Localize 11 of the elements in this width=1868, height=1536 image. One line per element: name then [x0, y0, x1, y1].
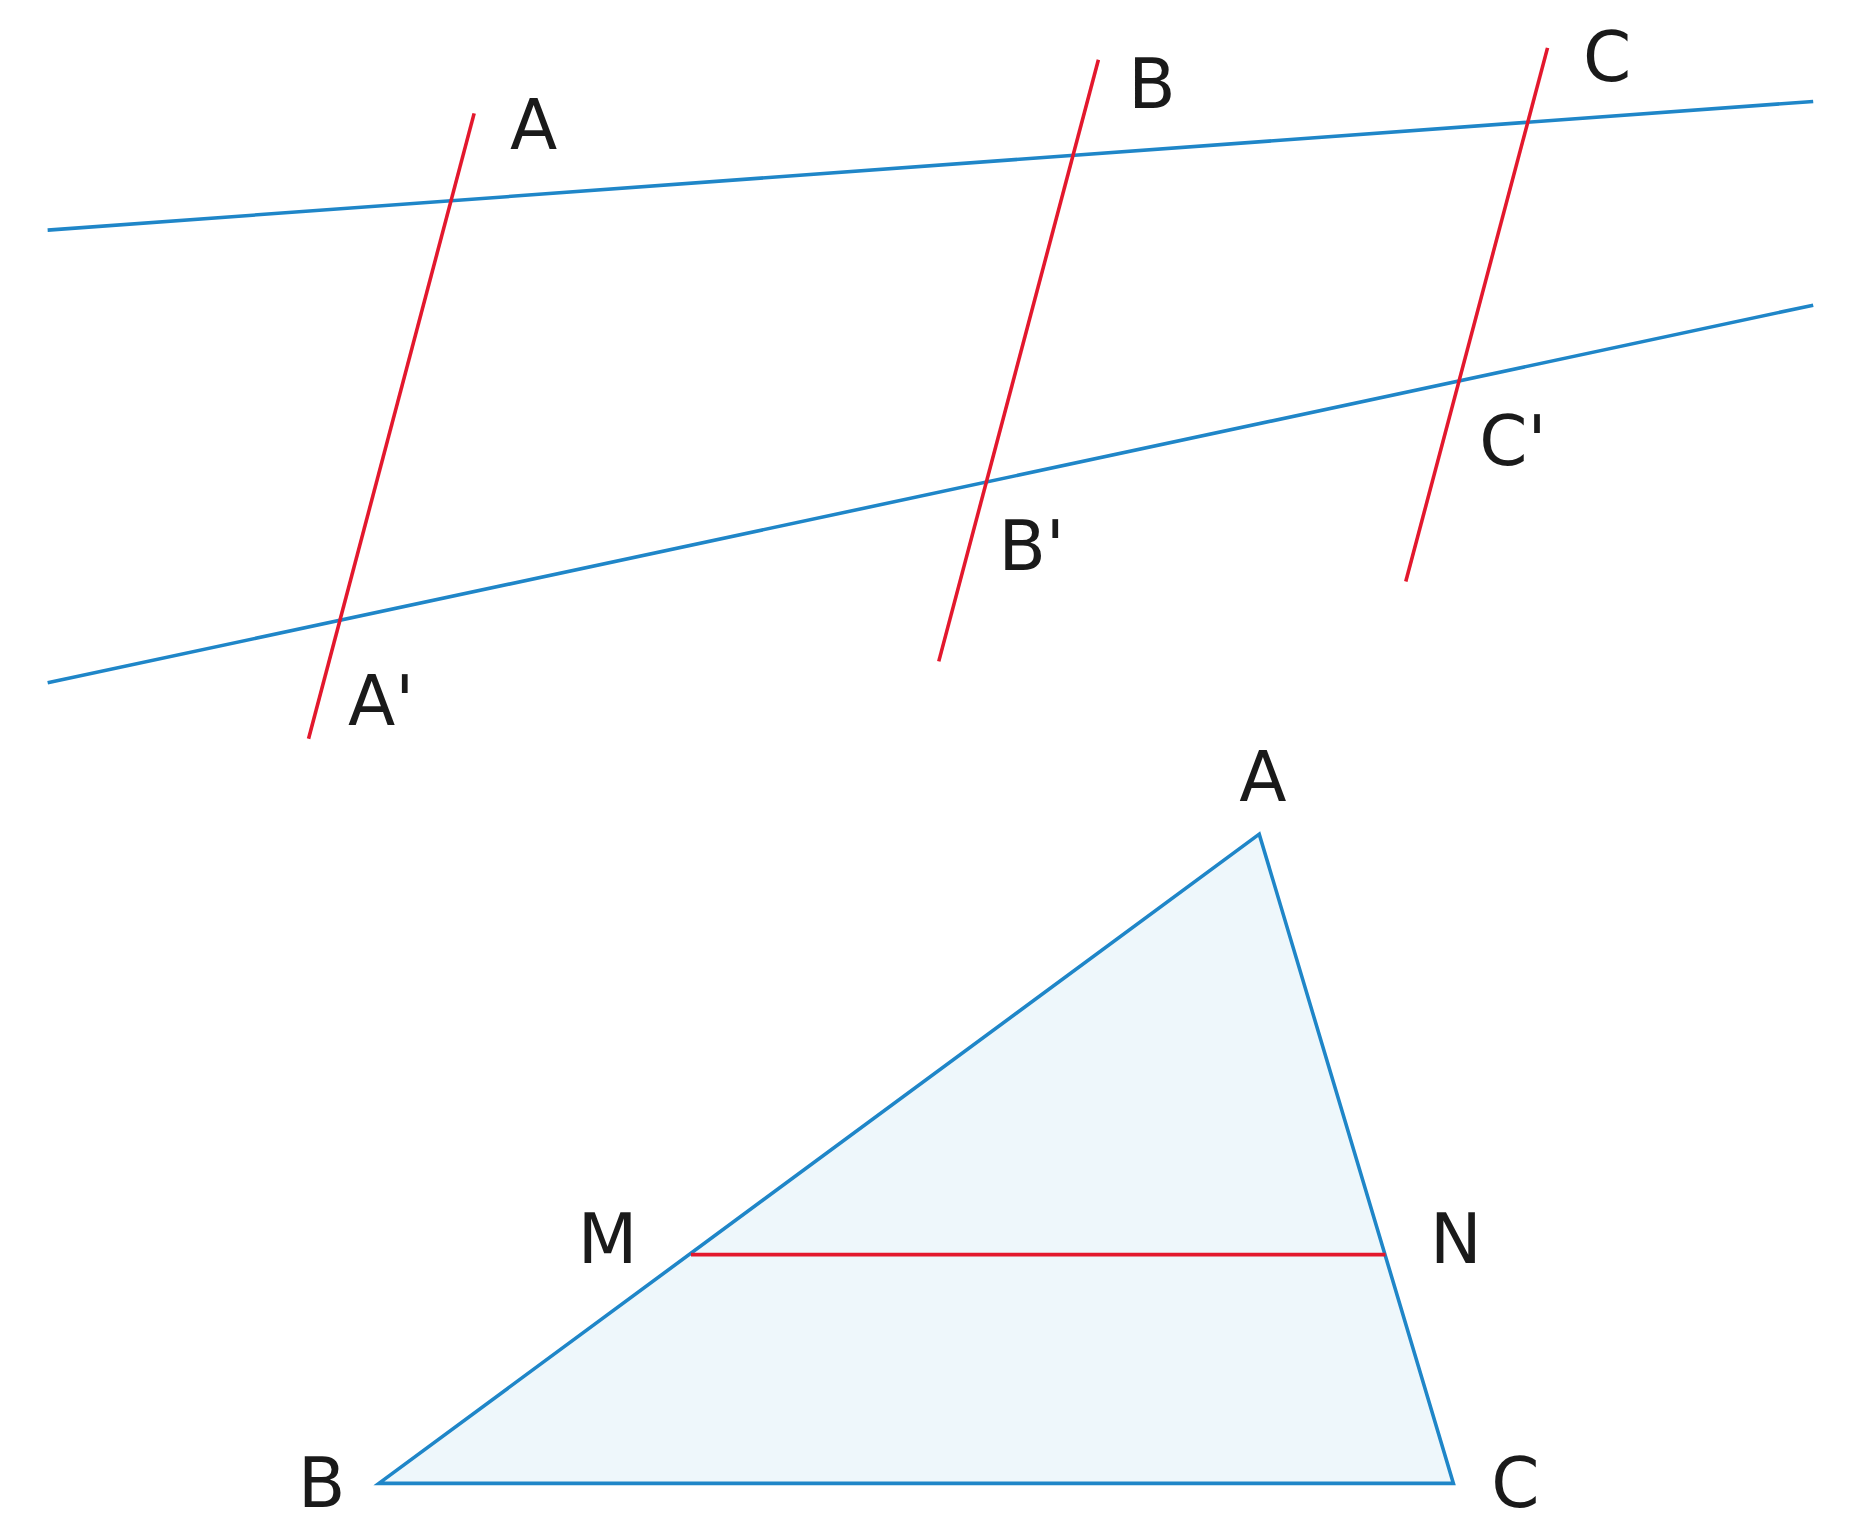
- point-label: A: [510, 85, 558, 166]
- point-label: C: [1491, 1443, 1540, 1524]
- point-label: C: [1583, 17, 1632, 98]
- point-label: B: [1128, 43, 1176, 124]
- point-label: C': [1479, 401, 1547, 481]
- point-label: B: [297, 1443, 346, 1524]
- point-label: A: [1239, 736, 1287, 817]
- point-label: M: [577, 1199, 638, 1280]
- point-label: B': [998, 505, 1065, 586]
- point-label: A': [348, 660, 415, 741]
- point-label: N: [1429, 1199, 1482, 1280]
